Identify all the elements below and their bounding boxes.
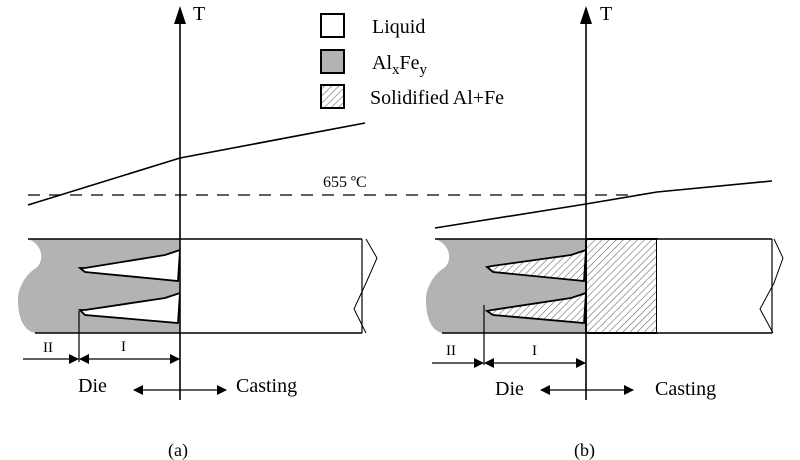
zone2-label-a: II xyxy=(43,340,53,356)
temperature-axis-arrow-a xyxy=(174,6,186,24)
temperature-axis-arrow-b xyxy=(580,6,592,24)
alxfey-fe: Fe xyxy=(400,52,420,74)
break-line-b xyxy=(759,238,784,334)
caption-a: (a) xyxy=(168,440,188,460)
caption-b: (b) xyxy=(574,440,595,460)
axis-label-t-a: T xyxy=(193,3,205,25)
die-label-b: Die xyxy=(495,378,524,400)
legend-label-liquid: Liquid xyxy=(372,16,425,38)
casting-label-a: Casting xyxy=(236,375,297,397)
solidified-finger-upper-b xyxy=(484,248,587,282)
liquid-finger-lower-a xyxy=(77,291,181,324)
liquid-swatch xyxy=(320,13,345,38)
zone2-label-b: II xyxy=(446,343,456,359)
die-label-a: Die xyxy=(78,375,107,397)
legend-item-solidified: Solidified Al+Fe xyxy=(320,84,504,109)
alxfey-swatch xyxy=(320,49,345,74)
temperature-profile-a xyxy=(27,122,366,206)
legend-label-alxfey: AlxFey xyxy=(372,52,428,78)
alxfey-al: Al xyxy=(372,52,392,74)
casting-label-b: Casting xyxy=(655,378,716,400)
break-line-a xyxy=(353,238,378,334)
zone1-label-a: I xyxy=(121,339,126,355)
zone1-label-b: I xyxy=(532,343,537,359)
isotherm-label: 655 ºC xyxy=(323,174,367,191)
legend: Liquid AlxFey Solidified Al+Fe xyxy=(320,13,504,109)
panel-a: T II I Die Casting (a) xyxy=(18,3,378,460)
casting-liquid-region-a xyxy=(180,239,362,333)
panel-b: T II I Die Casting (b) xyxy=(426,3,784,460)
solidified-swatch xyxy=(320,84,345,109)
casting-solidified-region-b xyxy=(585,238,658,334)
solidified-finger-lower-b xyxy=(484,291,587,324)
alxfey-sub-y: y xyxy=(420,62,428,78)
casting-liquid-region-b xyxy=(657,239,772,333)
axis-label-t-b: T xyxy=(600,3,612,25)
liquid-finger-upper-a xyxy=(77,248,181,282)
temperature-profile-b xyxy=(434,180,773,229)
legend-item-liquid: Liquid xyxy=(320,13,425,38)
legend-item-alxfey: AlxFey xyxy=(320,49,428,78)
alxfey-sub-x: x xyxy=(392,62,400,78)
legend-label-solidified: Solidified Al+Fe xyxy=(370,87,504,109)
